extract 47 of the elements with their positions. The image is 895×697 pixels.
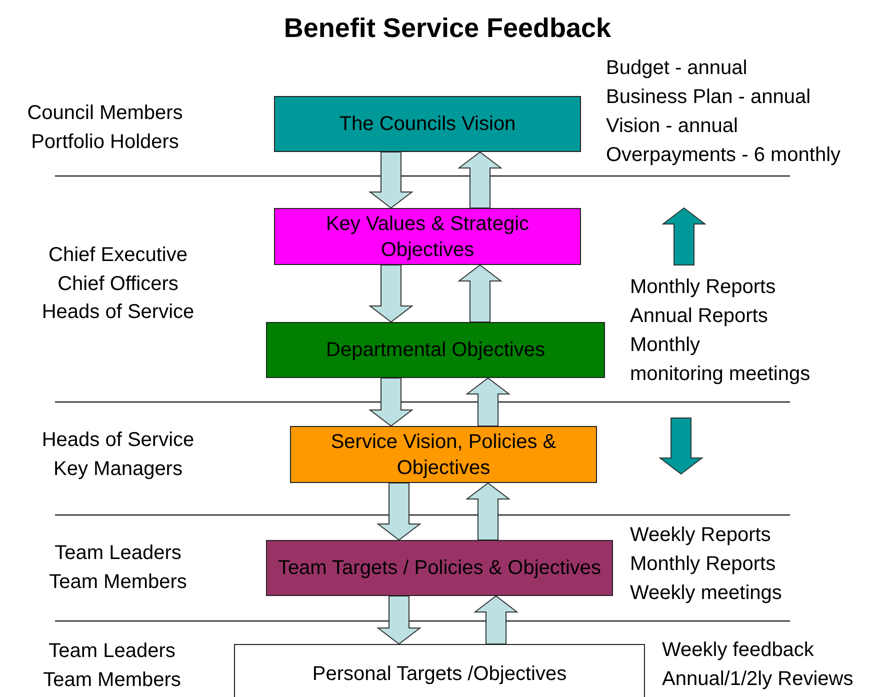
text-label: Heads of Service xyxy=(40,428,196,452)
block-arrow xyxy=(368,152,414,209)
block-arrow xyxy=(376,482,422,541)
text-label: Weekly Reports xyxy=(630,523,771,547)
text-label: Weekly feedback xyxy=(662,638,814,662)
process-box xyxy=(266,540,613,596)
box-label: Service Vision, Policies & Objectives xyxy=(330,430,558,480)
block-arrow xyxy=(466,377,510,426)
text-label: Chief Officers xyxy=(56,272,180,296)
text-label: Chief Executive xyxy=(48,243,188,267)
block-arrow xyxy=(368,378,414,427)
process-box xyxy=(274,96,581,152)
process-box xyxy=(266,322,605,378)
block-arrow xyxy=(458,264,502,322)
text-label: Team Leaders xyxy=(54,541,182,565)
text-label: Heads of Service xyxy=(40,300,196,324)
text-label: Annual/1/2ly Reviews xyxy=(662,667,854,691)
text-label: Business Plan - annual xyxy=(606,85,811,109)
text-label: Team Members xyxy=(48,570,188,594)
process-box xyxy=(274,208,581,265)
text-label: Overpayments - 6 monthly xyxy=(606,143,841,167)
process-box xyxy=(290,426,597,483)
block-arrow xyxy=(368,264,414,323)
process-box xyxy=(234,644,645,697)
box-label: The Councils Vision xyxy=(338,112,517,137)
box-label: Departmental Objectives xyxy=(325,338,546,363)
text-label: Monthly xyxy=(630,333,700,357)
block-arrow xyxy=(466,482,510,540)
block-arrow xyxy=(376,596,422,645)
box-label: Team Targets / Policies & Objectives xyxy=(276,556,602,581)
text-label: Annual Reports xyxy=(630,304,768,328)
text-label: Key Managers xyxy=(52,457,184,481)
box-label: Key Values & Strategic Objectives xyxy=(324,212,530,262)
text-label: Portfolio Holders xyxy=(30,130,180,154)
text-label: Team Members xyxy=(42,668,182,692)
text-label: Monthly Reports xyxy=(630,275,776,299)
box-label: Personal Targets /Objectives xyxy=(311,662,568,687)
text-label: Vision - annual xyxy=(606,114,738,138)
text-label: Budget - annual xyxy=(606,56,748,80)
text-label: Weekly meetings xyxy=(630,581,782,605)
text-label: monitoring meetings xyxy=(630,362,810,386)
block-arrow xyxy=(458,151,502,208)
text-label: Monthly Reports xyxy=(630,552,776,576)
title: Benefit Service Feedback xyxy=(282,12,612,44)
text-label: Team Leaders xyxy=(48,639,176,663)
block-arrow xyxy=(474,595,518,644)
text-label: Council Members xyxy=(26,101,184,125)
